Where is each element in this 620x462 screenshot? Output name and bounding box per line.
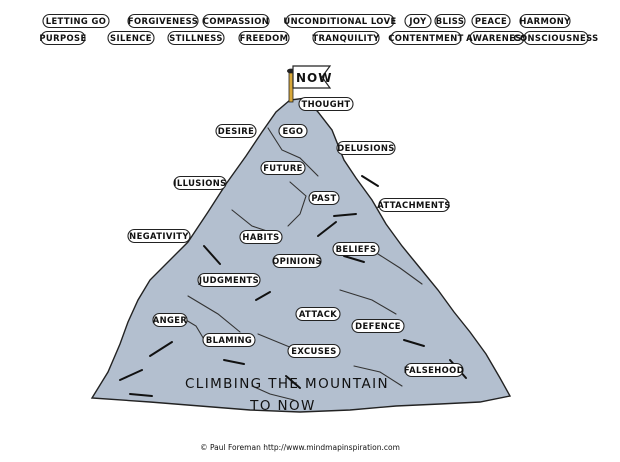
- label-text: CONSCIOUSNESS: [513, 33, 598, 43]
- label-excuses: EXCUSES: [287, 343, 341, 359]
- label-judgments: JUDGMENTS: [197, 272, 261, 288]
- label-text: BLAMING: [206, 335, 252, 345]
- label-blaming: BLAMING: [202, 332, 256, 348]
- copyright-credit: © Paul Foreman http://www.mindmapinspira…: [200, 443, 400, 452]
- label-text: CONTENTMENT: [388, 33, 464, 43]
- label-anger: ANGER: [152, 312, 188, 328]
- label-text: DELUSIONS: [337, 143, 394, 153]
- label-text: JUDGMENTS: [198, 275, 259, 285]
- label-text: AWARENESS: [466, 33, 528, 43]
- label-negativity: NEGATIVITY: [127, 228, 191, 244]
- label-consciousness: CONSCIOUSNESS: [513, 30, 598, 46]
- label-text: ILLUSIONS: [173, 178, 226, 188]
- label-freedom: FREEDOM: [238, 30, 290, 46]
- label-bliss: BLISS: [434, 13, 466, 29]
- label-attachments: ATTACHMENTS: [377, 197, 451, 213]
- label-text: FUTURE: [263, 163, 303, 173]
- label-text: STILLNESS: [169, 33, 223, 43]
- label-text: FORGIVENESS: [128, 16, 198, 26]
- label-text: COMPASSION: [203, 16, 269, 26]
- label-text: EGO: [283, 126, 304, 136]
- label-future: FUTURE: [260, 160, 306, 176]
- label-text: FALSEHOOD: [404, 365, 464, 375]
- label-habits: HABITS: [239, 229, 283, 245]
- top-qualities: LETTING GO FORGIVENESS COMPASSION UNCONDITI…: [39, 13, 598, 46]
- label-text: BELIEFS: [336, 244, 377, 254]
- label-text: NEGATIVITY: [129, 231, 189, 241]
- label-text: EXCUSES: [291, 346, 336, 356]
- label-silence: SILENCE: [107, 30, 155, 46]
- label-beliefs: BELIEFS: [332, 241, 380, 257]
- summit-flag: NOW: [287, 65, 332, 103]
- label-text: UNCONDITIONAL LOVE: [283, 16, 396, 26]
- label-text: PAST: [311, 193, 336, 203]
- label-illusions: ILLUSIONS: [173, 175, 227, 191]
- label-text: JOY: [408, 16, 427, 26]
- caption-line-1: CLIMBING THE MOUNTAIN: [185, 376, 389, 392]
- label-text: HABITS: [242, 232, 279, 242]
- label-peace: PEACE: [471, 13, 511, 29]
- label-text: LETTING GO: [46, 16, 107, 26]
- label-text: DEFENCE: [355, 321, 401, 331]
- label-text: OPINIONS: [272, 256, 322, 266]
- label-opinions: OPINIONS: [272, 253, 322, 269]
- label-ego: EGO: [278, 123, 308, 139]
- label-compassion: COMPASSION: [202, 13, 270, 29]
- label-joy: JOY: [404, 13, 432, 29]
- label-falsehood: FALSEHOOD: [404, 362, 464, 378]
- label-text: HARMONY: [519, 16, 571, 26]
- label-text: BLISS: [436, 16, 465, 26]
- flag-label: NOW: [296, 71, 332, 85]
- label-tranquility: TRANQUILITY: [312, 30, 380, 46]
- label-purpose: PURPOSE: [39, 30, 86, 46]
- label-unconditional-love: UNCONDITIONAL LOVE: [283, 13, 396, 29]
- caption-line-2: TO NOW: [249, 398, 316, 414]
- flag-banner: [292, 65, 332, 89]
- label-text: DESIRE: [218, 126, 254, 136]
- label-attack: ATTACK: [295, 306, 341, 322]
- label-contentment: CONTENTMENT: [388, 30, 464, 46]
- label-desire: DESIRE: [215, 123, 257, 139]
- label-harmony: HARMONY: [519, 13, 571, 29]
- label-text: ANGER: [153, 315, 188, 325]
- label-thought: THOUGHT: [298, 96, 354, 112]
- label-delusions: DELUSIONS: [336, 140, 396, 156]
- label-forgiveness: FORGIVENESS: [127, 13, 199, 29]
- label-defence: DEFENCE: [351, 318, 405, 334]
- label-text: THOUGHT: [301, 99, 350, 109]
- label-text: FREEDOM: [240, 33, 289, 43]
- label-text: PURPOSE: [39, 33, 86, 43]
- label-letting-go: LETTING GO: [42, 13, 110, 29]
- mountain-obstacles: THOUGHT DESIRE EGO DELUSIONS FUTURE ILLUSIONS…: [127, 96, 464, 378]
- label-text: PEACE: [475, 16, 507, 26]
- label-stillness: STILLNESS: [167, 30, 225, 46]
- label-text: SILENCE: [110, 33, 152, 43]
- label-past: PAST: [308, 190, 340, 206]
- label-text: TRANQUILITY: [312, 33, 380, 43]
- label-text: ATTACHMENTS: [377, 200, 451, 210]
- label-text: ATTACK: [299, 309, 337, 319]
